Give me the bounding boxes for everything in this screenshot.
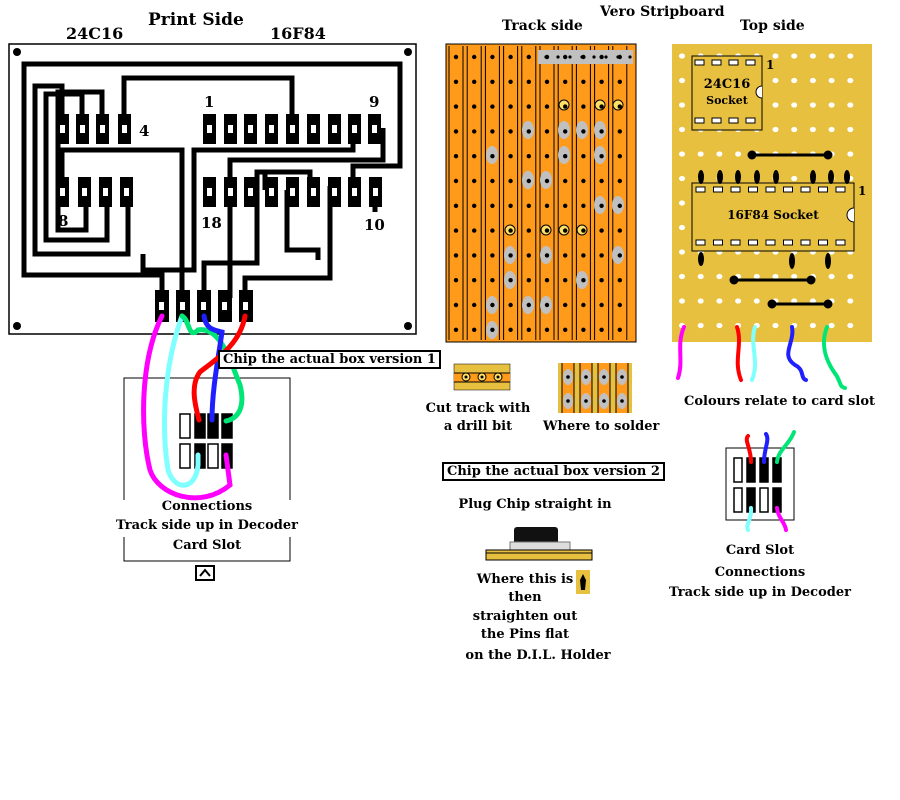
socket-24c16: [691, 55, 763, 131]
card-slot-right-1: Card Slot: [725, 543, 795, 558]
box-v1-bottom: [123, 537, 291, 562]
cut-track-caption-2: a drill bit: [443, 419, 513, 434]
box-v2-instr-1: Where this is: [476, 572, 574, 587]
stripboard-track-side: [445, 43, 637, 343]
pcb-connector-pads: [155, 290, 253, 322]
top-side-label: Top side: [740, 18, 805, 34]
pin-marker-icon: [576, 570, 590, 594]
pin-label-8: 8: [58, 212, 69, 230]
pin-label-9: 9: [369, 93, 380, 111]
pcb-pads-16f84-bottom: [203, 177, 382, 207]
top-links: [729, 150, 833, 309]
label-24c16: 24C16: [66, 24, 124, 43]
solder-sample: [558, 363, 632, 413]
box-v1-caption-1: Connections: [161, 499, 253, 514]
open-up-icon[interactable]: [195, 565, 215, 581]
card-slot-right-2: Connections: [714, 565, 806, 580]
print-side-title: Print Side: [148, 10, 244, 30]
socket-16f84-label: 16F84 Socket: [727, 208, 819, 222]
pin-label-4: 4: [139, 122, 150, 140]
pcb-mount-hole: [404, 48, 412, 56]
box-v2-instr-4: the Pins flat: [480, 627, 570, 642]
box-v1-caption-2: Track side up in Decoder: [116, 518, 298, 533]
chip-holder-v2: [485, 527, 593, 594]
socket-16f84-pin1: 1: [858, 184, 867, 198]
socket-24c16-label-1: 24C16: [703, 77, 751, 92]
colours-caption: Colours relate to card slot: [684, 394, 875, 409]
box-v2-instr-3: straighten out: [472, 609, 578, 624]
pcb-pads-24c16-top: [56, 114, 131, 144]
track-board: [445, 43, 637, 343]
pcb-mount-hole: [13, 48, 21, 56]
box-v2-subtitle: Plug Chip straight in: [458, 497, 612, 512]
solder-caption: Where to solder: [543, 419, 660, 434]
socket-24c16-label-2: Socket: [706, 94, 748, 107]
box-v1-outline: [123, 377, 291, 500]
pcb-print-side: [8, 43, 417, 335]
socket-24c16-pin1: 1: [766, 58, 775, 72]
cut-track-sample: [453, 363, 511, 391]
socket-16f84: [691, 182, 855, 252]
card-slot-right-3: Track side up in Decoder: [669, 585, 851, 600]
card-slot-right: [725, 430, 796, 532]
pin-label-1: 1: [204, 93, 215, 111]
top-wires: [676, 325, 847, 390]
box-v1-title: Chip the actual box version 1: [218, 350, 441, 369]
cut-track-caption-1: Cut track with: [425, 401, 531, 416]
pin-label-10: 10: [364, 216, 385, 234]
pin-label-18: 18: [201, 214, 222, 232]
box-v1-wires: [141, 313, 248, 501]
label-16f84: 16F84: [270, 24, 326, 43]
track-side-label: Track side: [502, 18, 583, 34]
card-slot-box-v1: [123, 313, 291, 581]
pcb-mount-hole: [13, 322, 21, 330]
stripboard-top-side: [672, 44, 872, 390]
vero-stripboard-title: Vero Stripboard: [600, 4, 725, 20]
box-v2-title: Chip the actual box version 2: [442, 462, 665, 481]
pcb-mount-hole: [404, 322, 412, 330]
box-v1-caption-3: Card Slot: [172, 538, 242, 553]
solder-bumps: [698, 170, 850, 269]
box-v2-instr-2: then: [508, 590, 542, 605]
box-v2-instr-5: on the D.I.L. Holder: [465, 648, 611, 663]
pcb-pads-24c16-bottom: [56, 177, 133, 207]
pcb-pads-16f84-top: [203, 114, 381, 144]
copper-strips: [448, 46, 633, 340]
pcb-tracks: [21, 61, 403, 300]
